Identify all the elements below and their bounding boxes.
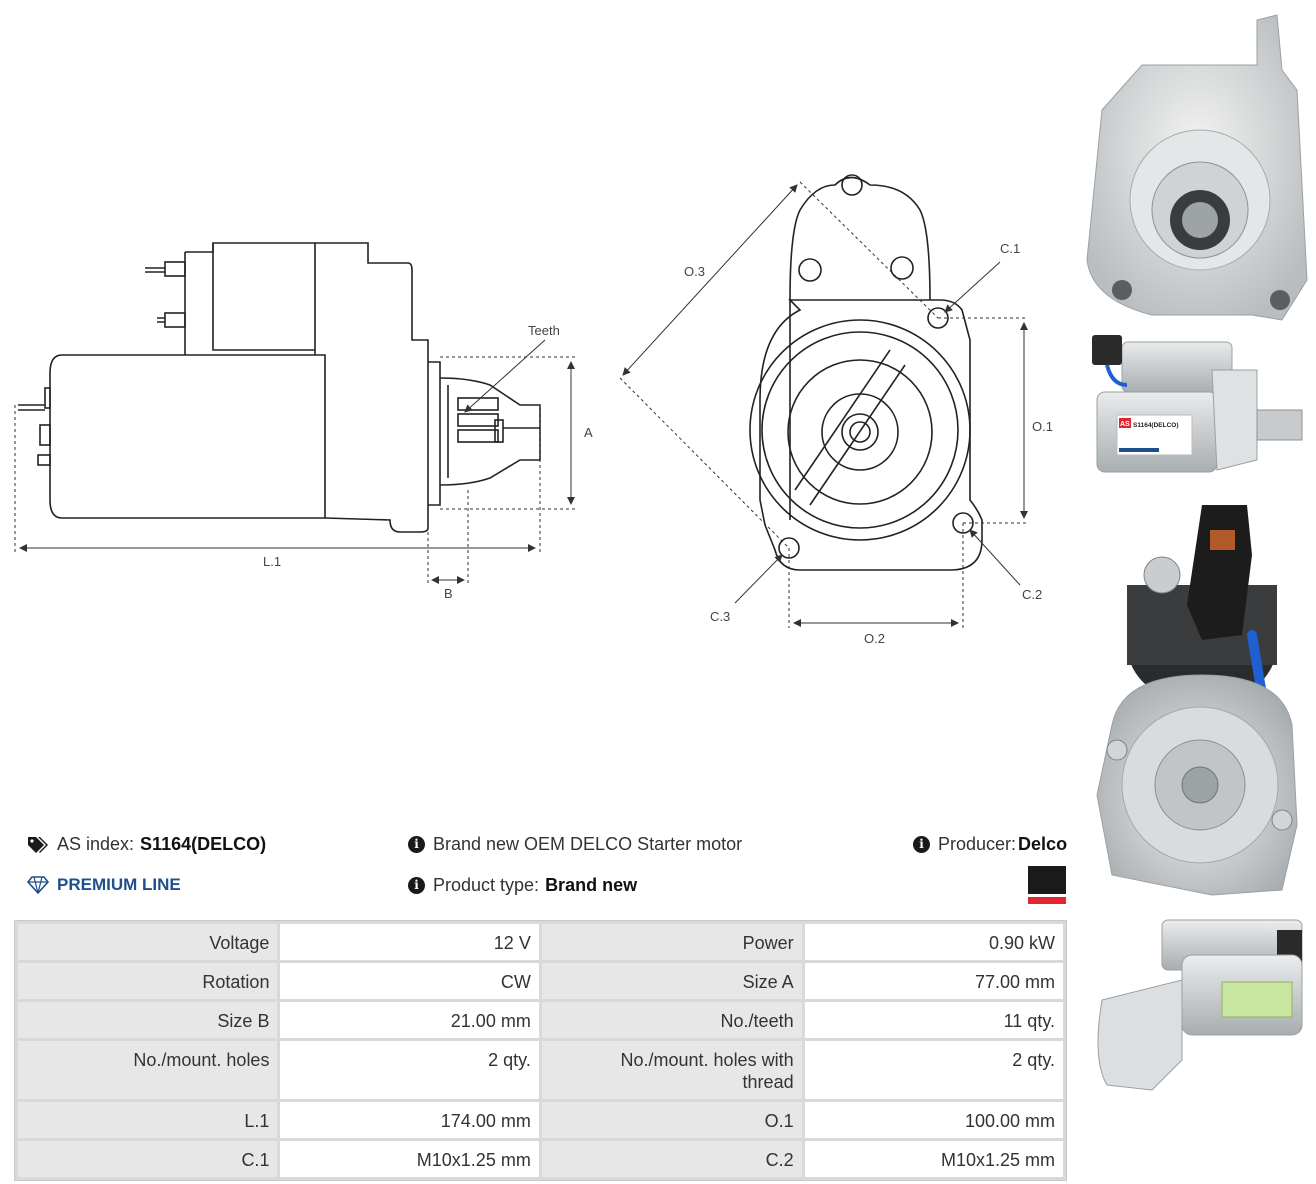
front-view-drawing bbox=[749, 174, 983, 571]
product-type-value: Brand new bbox=[545, 875, 638, 895]
table-row: L.1 174.00 mm O.1 100.00 mm bbox=[18, 1102, 1063, 1138]
product-type: i Product type: Brand new bbox=[408, 875, 637, 896]
spec-value: 0.90 kW bbox=[804, 924, 1063, 960]
label-c1: C.1 bbox=[1000, 241, 1020, 256]
flag-icon bbox=[1028, 866, 1066, 904]
spec-value: M10x1.25 mm bbox=[280, 1141, 539, 1177]
info-icon: i bbox=[913, 836, 930, 853]
spec-key: C.1 bbox=[18, 1141, 278, 1177]
product-info: AS index: S1164(DELCO) i Brand new OEM D… bbox=[0, 826, 1080, 916]
label-o2: O.2 bbox=[864, 631, 885, 646]
producer-label: Producer: bbox=[938, 834, 1017, 854]
as-index-label: AS index: bbox=[57, 834, 135, 854]
label-l1: L.1 bbox=[263, 554, 281, 569]
label-o1: O.1 bbox=[1032, 419, 1053, 434]
technical-drawing: Teeth A L.1 B O.3 C.1 O.1 C.2 C.3 O.2 bbox=[14, 174, 1053, 646]
tag-icon bbox=[28, 836, 48, 853]
photo-label-index: S1164(DELCO) bbox=[1133, 422, 1179, 429]
diamond-icon bbox=[27, 876, 49, 894]
spec-key: Size B bbox=[18, 1002, 278, 1038]
premium-line-label: PREMIUM LINE bbox=[57, 875, 181, 894]
label-c2: C.2 bbox=[1022, 587, 1042, 602]
premium-line: PREMIUM LINE bbox=[27, 875, 181, 895]
side-view-dimensions bbox=[14, 339, 575, 585]
spec-value: 11 qty. bbox=[804, 1002, 1063, 1038]
spec-key: No./teeth bbox=[541, 1002, 802, 1038]
product-photo-label[interactable] bbox=[1082, 910, 1312, 1095]
table-row: Size B 21.00 mm No./teeth 11 qty. bbox=[18, 1002, 1063, 1038]
info-icon: i bbox=[408, 836, 425, 853]
spec-value: M10x1.25 mm bbox=[804, 1141, 1063, 1177]
spec-key: Rotation bbox=[18, 963, 278, 999]
spec-key: Size A bbox=[541, 963, 802, 999]
as-index-value: S1164(DELCO) bbox=[140, 834, 267, 854]
spec-key: Voltage bbox=[18, 924, 278, 960]
specs-table: Voltage 12 V Power 0.90 kW Rotation CW S… bbox=[14, 920, 1067, 1181]
info-icon: i bbox=[408, 877, 425, 894]
producer-value: Delco bbox=[1018, 834, 1068, 854]
spec-value: 77.00 mm bbox=[804, 963, 1063, 999]
table-row: Rotation CW Size A 77.00 mm bbox=[18, 963, 1063, 999]
product-photos: AS S1164(DELCO) bbox=[1082, 0, 1316, 1184]
spec-key: Power bbox=[541, 924, 802, 960]
description-text: Brand new OEM DELCO Starter motor bbox=[433, 834, 743, 854]
spec-value: 2 qty. bbox=[280, 1041, 539, 1099]
spec-value: CW bbox=[280, 963, 539, 999]
photo-label-brand: AS bbox=[1120, 421, 1130, 428]
label-o3: O.3 bbox=[684, 264, 705, 279]
spec-key: No./mount. holes with thread bbox=[541, 1041, 802, 1099]
description: i Brand new OEM DELCO Starter motor bbox=[408, 834, 742, 855]
product-photo-side[interactable]: AS S1164(DELCO) bbox=[1082, 330, 1312, 480]
spec-value: 2 qty. bbox=[804, 1041, 1063, 1099]
spec-key: O.1 bbox=[541, 1102, 802, 1138]
spec-value: 100.00 mm bbox=[804, 1102, 1063, 1138]
table-row: Voltage 12 V Power 0.90 kW bbox=[18, 924, 1063, 960]
spec-key: C.2 bbox=[541, 1141, 802, 1177]
label-teeth: Teeth bbox=[528, 323, 560, 338]
label-a: A bbox=[584, 425, 593, 440]
spec-value: 12 V bbox=[280, 924, 539, 960]
label-c3: C.3 bbox=[710, 609, 730, 624]
spec-value: 174.00 mm bbox=[280, 1102, 539, 1138]
as-index: AS index: S1164(DELCO) bbox=[27, 834, 266, 855]
front-view-dimensions bbox=[619, 181, 1028, 628]
table-row: No./mount. holes 2 qty. No./mount. holes… bbox=[18, 1041, 1063, 1099]
spec-key: L.1 bbox=[18, 1102, 278, 1138]
label-b: B bbox=[444, 586, 453, 601]
producer: i Producer: Delco bbox=[913, 834, 1067, 855]
spec-key: No./mount. holes bbox=[18, 1041, 278, 1099]
product-photo-rear[interactable] bbox=[1082, 495, 1312, 905]
product-photo-front[interactable] bbox=[1082, 10, 1312, 330]
side-view-drawing bbox=[18, 242, 541, 533]
table-row: C.1 M10x1.25 mm C.2 M10x1.25 mm bbox=[18, 1141, 1063, 1177]
spec-value: 21.00 mm bbox=[280, 1002, 539, 1038]
product-type-label: Product type: bbox=[433, 875, 540, 895]
